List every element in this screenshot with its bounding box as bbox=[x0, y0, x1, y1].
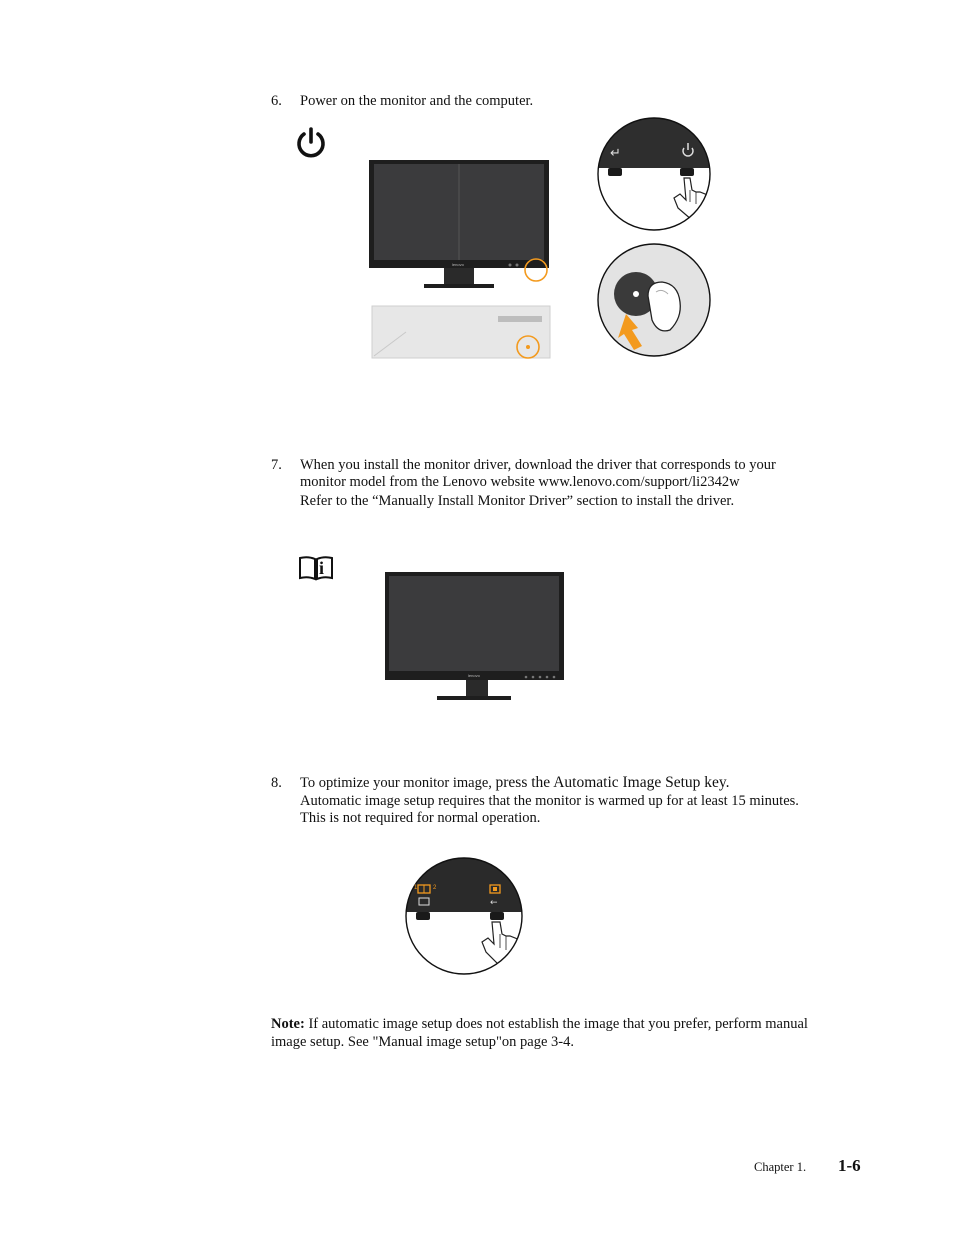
note-label: Note: bbox=[271, 1016, 305, 1032]
monitor-brand-label-2: lenovo bbox=[468, 673, 480, 678]
monitor-power-zoom: ↵ bbox=[596, 116, 712, 232]
footer-page-number: 1-6 bbox=[838, 1156, 861, 1175]
monitor-brand-label: lenovo bbox=[452, 262, 464, 267]
svg-text:←: ← bbox=[490, 898, 498, 908]
auto-setup-key-zoom: ← 1 2 bbox=[404, 856, 524, 976]
key-right-label: 2 bbox=[433, 885, 437, 891]
step-8-line-1-a: To optimize your monitor image, bbox=[300, 775, 496, 791]
step-7-line-1: When you install the monitor driver, dow… bbox=[300, 457, 776, 473]
monitor-illustration: lenovo bbox=[368, 158, 554, 292]
step-7-line-2: monitor model from the Lenovo website ww… bbox=[300, 474, 740, 490]
footer-chapter: Chapter 1. bbox=[754, 1160, 807, 1174]
step-8-line-1: To optimize your monitor image, press th… bbox=[300, 774, 730, 792]
note-line-2: image setup. See "Manual image setup"on … bbox=[271, 1034, 574, 1050]
info-book-icon: i bbox=[298, 555, 334, 581]
key-left-label: 1 bbox=[414, 885, 418, 891]
note-line-1: Note: If automatic image setup does not … bbox=[271, 1015, 808, 1033]
power-icon bbox=[294, 126, 328, 162]
monitor-driver-illustration: lenovo bbox=[384, 571, 566, 703]
step-7-number: 7. bbox=[271, 457, 282, 473]
arrow-icon bbox=[618, 314, 642, 350]
computer-illustration bbox=[370, 304, 552, 360]
step-6-text: Power on the monitor and the computer. bbox=[300, 93, 534, 109]
computer-power-zoom bbox=[596, 242, 712, 358]
step-8-number: 8. bbox=[271, 775, 282, 791]
step-8-line-3: This is not required for normal operatio… bbox=[300, 810, 541, 826]
step-8-line-2: Automatic image setup requires that the … bbox=[300, 793, 799, 809]
svg-text:↵: ↵ bbox=[610, 146, 621, 161]
step-6-number: 6. bbox=[271, 93, 282, 109]
step-7-line-3: Refer to the “Manually Install Monitor D… bbox=[300, 493, 735, 509]
step-8-line-1-b: press the Automatic Image Setup key. bbox=[495, 774, 730, 791]
note-text-1: If automatic image setup does not establ… bbox=[304, 1016, 808, 1032]
info-glyph: i bbox=[319, 558, 325, 578]
